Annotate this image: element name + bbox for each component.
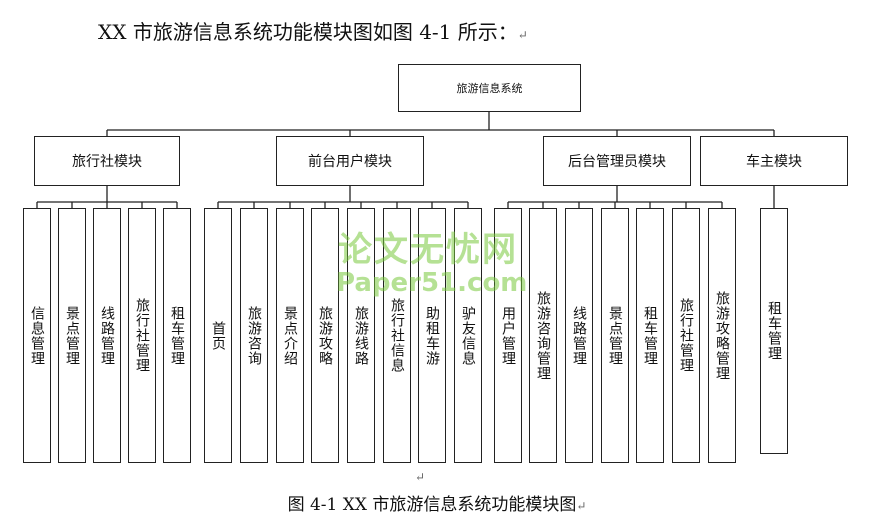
leaf-node: 景点管理 [601,208,629,463]
leaf-node: 旅游咨询管理 [529,208,557,463]
module-car-owner: 车主模块 [700,136,848,186]
leaf-node: 信息管理 [23,208,51,463]
leaf-node: 旅行社管理 [128,208,156,463]
leaf-node: 驴友信息 [454,208,482,463]
leaf-node: 旅游线路 [347,208,375,463]
leaf-node: 旅游咨询 [240,208,268,463]
module-backend-admin: 后台管理员模块 [543,136,691,186]
leaf-node: 旅行社管理 [672,208,700,463]
leaf-node: 用户管理 [494,208,522,463]
leaf-node: 旅行社信息 [383,208,411,463]
leaf-node: 租车管理 [163,208,191,463]
module-travel-agency: 旅行社模块 [34,136,180,186]
module-frontend-user: 前台用户模块 [276,136,424,186]
leaf-node: 旅游攻略 [311,208,339,463]
paragraph-mark: ↵ [415,470,426,484]
leaf-node: 景点介绍 [276,208,304,463]
leaf-node: 线路管理 [565,208,593,463]
leaf-node: 景点管理 [58,208,86,463]
page-heading: XX 市旅游信息系统功能模块图如图 4-1 所示：↵ [98,20,528,44]
leaf-node: 首页 [204,208,232,463]
root-node: 旅游信息系统 [398,64,581,112]
leaf-node: 租车管理 [636,208,664,463]
leaf-node: 助租车游 [418,208,446,463]
leaf-node: 租车管理 [760,208,788,454]
leaf-node: 旅游攻略管理 [708,208,736,463]
figure-caption: 图 4-1 XX 市旅游信息系统功能模块图↵ [287,495,587,515]
leaf-node: 线路管理 [93,208,121,463]
